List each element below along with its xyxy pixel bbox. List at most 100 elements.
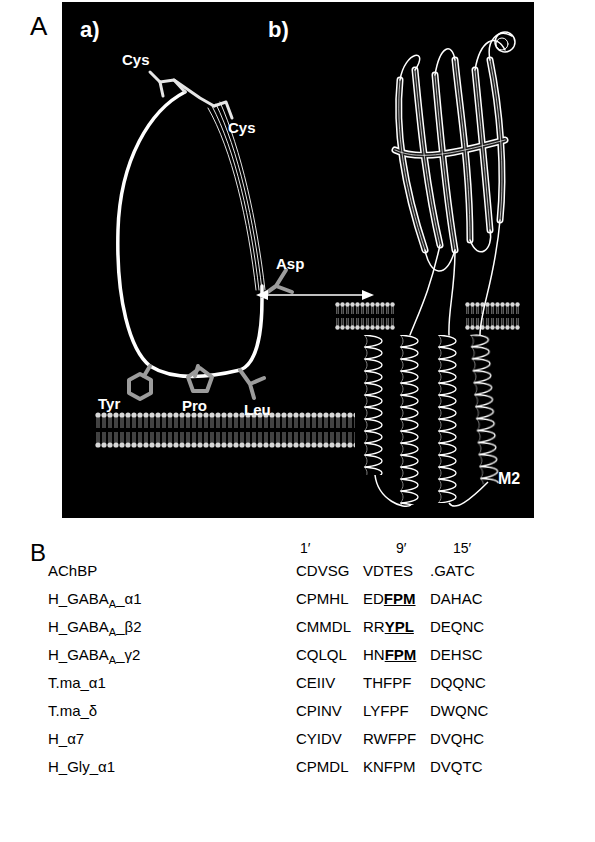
name-text: _γ2 — [116, 646, 140, 663]
sequence-name: T.ma_δ — [48, 703, 97, 720]
alpha-helix — [468, 333, 504, 484]
strand-fill — [395, 60, 505, 250]
name-text: H_α7 — [48, 730, 84, 747]
pro-ring — [188, 368, 212, 391]
sequence-cell: CPMHL — [296, 591, 349, 608]
sequence-text: CPINV — [296, 702, 342, 719]
residue-label: Asp — [276, 256, 304, 273]
sequence-text: VDTES — [363, 562, 413, 579]
beta-sandwich — [395, 32, 515, 335]
sequence-text: LYFPF — [363, 702, 409, 719]
name-text: H_GABA — [48, 618, 109, 635]
sequence-cell: LYFPF — [363, 703, 409, 720]
residue-label: Cys — [228, 120, 256, 137]
highlighted-motif: FPM — [385, 646, 417, 663]
disulfide-bond — [174, 80, 214, 106]
arrow-head — [256, 290, 268, 300]
sequence-cell: CDVSG — [296, 563, 349, 580]
sequence-text: RWFPF — [363, 730, 416, 747]
transmembrane-helices — [362, 333, 504, 506]
name-text: T.ma_δ — [48, 702, 97, 719]
cys-stick — [214, 102, 232, 118]
sequence-text: DAHAC — [430, 590, 483, 607]
sequence-text: RR — [363, 618, 385, 635]
sequence-name: H_α7 — [48, 731, 84, 748]
sequence-text: CYIDV — [296, 730, 342, 747]
sequence-cell: .GATC — [430, 563, 475, 580]
double-arrow — [256, 290, 374, 300]
sequence-text: DVQHC — [430, 730, 484, 747]
subscript-text: A — [109, 654, 116, 666]
name-text: T.ma_α1 — [48, 674, 106, 691]
sequence-text: DVQTC — [430, 758, 483, 775]
sequence-cell: DAHAC — [430, 591, 483, 608]
sequence-text: DWQNC — [430, 702, 488, 719]
loop-coil — [400, 33, 512, 335]
highlighted-motif: YPL — [385, 618, 414, 635]
sequence-cell: CPINV — [296, 703, 342, 720]
residue-sticks — [129, 270, 292, 399]
panel-letter: B — [30, 540, 46, 566]
sequence-text: CQLQL — [296, 646, 347, 663]
arrow-shaft — [266, 294, 364, 296]
cys-sticks — [150, 72, 232, 118]
name-text: AChBP — [48, 562, 97, 579]
sequence-text: KNFPM — [363, 758, 416, 775]
sequence-text: DQQNC — [430, 674, 486, 691]
residue-label: Pro — [182, 398, 207, 415]
sequence-name: T.ma_α1 — [48, 675, 106, 692]
alpha-helix — [362, 335, 388, 475]
sequence-text: .GATC — [430, 562, 475, 579]
sequence-text: DEQNC — [430, 618, 484, 635]
lipid-bilayer — [335, 302, 395, 330]
sequence-cell: CYIDV — [296, 731, 342, 748]
position-number: 1′ — [300, 541, 310, 556]
sequence-cell: EDFPM — [363, 591, 416, 608]
sequence-cell: VDTES — [363, 563, 413, 580]
loop-strand-line — [208, 108, 256, 290]
subscript-text: A — [109, 626, 116, 638]
loop-strand-line — [220, 102, 265, 290]
residue-label: Tyr — [98, 396, 120, 413]
lipid-bilayer — [465, 302, 520, 330]
sequence-text: ED — [363, 590, 384, 607]
sequence-cell: DVQTC — [430, 759, 483, 776]
highlighted-motif: FPM — [384, 590, 416, 607]
sequence-name: H_GABAA_γ2 — [48, 647, 140, 666]
helix-loop — [375, 475, 488, 506]
sequence-cell: THFPF — [363, 675, 411, 692]
sequence-cell: KNFPM — [363, 759, 416, 776]
alpha-helix — [398, 335, 424, 505]
sequence-text: CPMHL — [296, 590, 349, 607]
sequence-cell: DWQNC — [430, 703, 488, 720]
position-number: 15′ — [453, 541, 471, 556]
leu-stick — [240, 370, 264, 398]
sequence-text: THFPF — [363, 674, 411, 691]
position-number: 9′ — [396, 541, 406, 556]
sequence-cell: DVQHC — [430, 731, 484, 748]
sequence-cell: HNFPM — [363, 647, 416, 664]
name-text: _α1 — [116, 590, 141, 607]
residue-label: Cys — [122, 52, 150, 69]
sequence-cell: CEIIV — [296, 675, 335, 692]
name-text: H_GABA — [48, 590, 109, 607]
subscript-text: A — [109, 598, 116, 610]
name-text: H_GABA — [48, 646, 109, 663]
sequence-text: DEHSC — [430, 646, 483, 663]
strand-outline — [395, 60, 505, 250]
sequence-cell: CQLQL — [296, 647, 347, 664]
sequence-name: H_Gly_α1 — [48, 759, 115, 776]
sequence-cell: DEQNC — [430, 619, 484, 636]
loop-ribbon — [118, 92, 265, 376]
tyr-ring — [129, 374, 151, 399]
alpha-helix — [436, 335, 462, 503]
sequence-name: H_GABAA_β2 — [48, 619, 142, 638]
sequence-cell: CPMDL — [296, 759, 349, 776]
cys-stick — [160, 82, 163, 96]
sequence-text: CMMDL — [296, 618, 351, 635]
name-text: H_Gly_α1 — [48, 758, 115, 775]
sequence-name: AChBP — [48, 563, 97, 580]
strand-line — [395, 60, 505, 250]
residue-label: Leu — [244, 402, 271, 419]
arrow-head — [362, 290, 374, 300]
